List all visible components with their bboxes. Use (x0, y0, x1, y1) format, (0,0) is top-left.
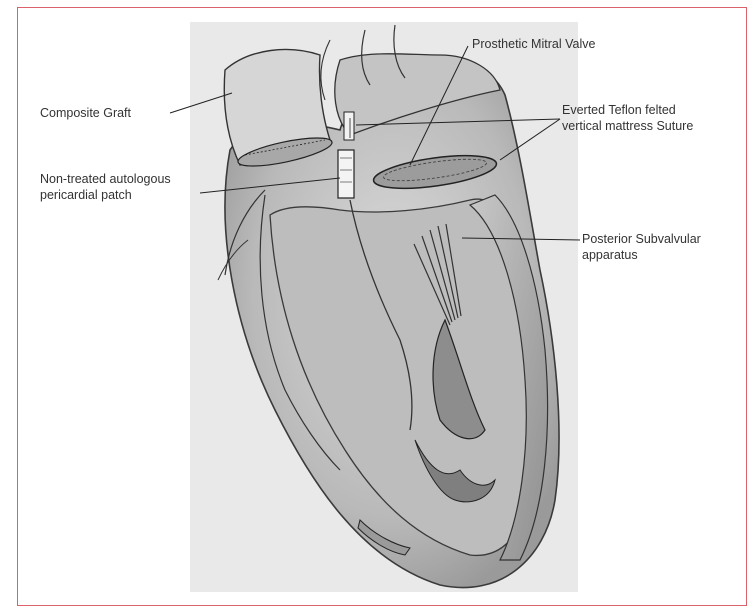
label-posterior-subvalvular-line1: Posterior Subvalvular (582, 232, 701, 247)
label-pericardial-patch-line2: pericardial patch (40, 188, 132, 203)
pericardial-patch (338, 150, 354, 198)
label-everted-teflon-line2: vertical mattress Suture (562, 119, 693, 134)
label-everted-teflon-line1: Everted Teflon felted (562, 103, 676, 118)
label-posterior-subvalvular-line2: apparatus (582, 248, 638, 263)
label-composite-graft: Composite Graft (40, 106, 131, 121)
teflon-suture-strip (344, 112, 354, 140)
label-pericardial-patch-line1: Non-treated autologous (40, 172, 171, 187)
label-prosthetic-mitral-valve: Prosthetic Mitral Valve (472, 37, 595, 52)
